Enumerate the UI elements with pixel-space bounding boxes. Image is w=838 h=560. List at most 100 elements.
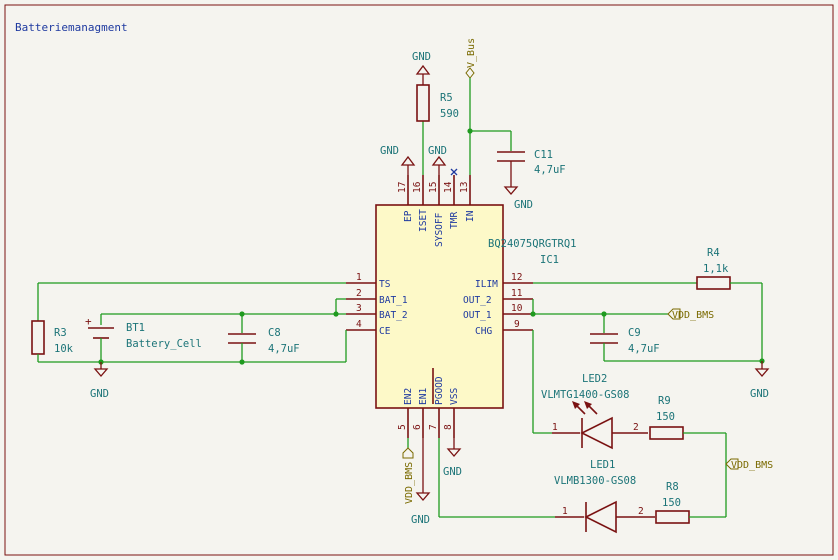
led1-value: VLMB1300-GS08 xyxy=(554,475,636,487)
resistor-r3[interactable]: R3 10k xyxy=(31,320,74,362)
led-led1[interactable]: 1 2 LED1 VLMB1300-GS08 xyxy=(554,459,655,534)
gnd-symbol-vss: GND xyxy=(443,438,462,478)
resistor-r5[interactable]: GND R5 590 xyxy=(412,51,459,175)
ic1-pin-in: 13 IN xyxy=(459,175,476,222)
ic1-pin-en2-name: EN2 xyxy=(403,388,414,405)
ic1-pin-bat2-num: 3 xyxy=(356,303,362,314)
ic1-pin-ce: 4 CE xyxy=(346,319,391,337)
net-out xyxy=(530,299,668,317)
svg-text:GND: GND xyxy=(90,388,109,400)
ic1-pin-bat1: 2 BAT_1 xyxy=(346,288,408,306)
ic1-pin-out1-name: OUT_1 xyxy=(463,310,492,321)
capacitor-c9[interactable]: C9 4,7uF xyxy=(590,314,765,364)
ic1-pin-ts: 1 TS xyxy=(346,272,391,290)
ic1-pin-pgood: 7 PGOOD xyxy=(428,368,445,438)
ic1-pin-vss-name: VSS xyxy=(449,388,460,405)
gnd-symbol-en1: GND xyxy=(411,438,431,526)
net-pgood xyxy=(438,438,555,518)
ic1-ref-label: IC1 xyxy=(540,254,559,266)
ic1-pin-out1: 10 OUT_1 xyxy=(463,303,533,321)
ic1-pin-tmr: 14 TMR xyxy=(443,175,460,229)
ic1-pin-ts-name: TS xyxy=(379,279,391,290)
r3-value: 10k xyxy=(54,343,74,355)
c9-value: 4,7uF xyxy=(628,343,660,355)
ic1-pin-pgood-num: 7 xyxy=(428,424,439,430)
capacitor-c8[interactable]: C8 4,7uF xyxy=(228,314,300,362)
bt1-value: Battery_Cell xyxy=(126,338,202,350)
ic1-pin-sysoff-name: SYSOFF xyxy=(434,212,445,247)
ic1-pin-vss-num: 8 xyxy=(443,424,454,430)
ic1-pin-ep: 17 EP xyxy=(397,175,414,222)
net-label-vdd-bms-out: VDD_BMS xyxy=(667,308,714,321)
bt1-plus: + xyxy=(85,315,92,328)
r4-value: 1,1k xyxy=(703,263,729,275)
r5-value: 590 xyxy=(440,108,459,120)
ic1-pin-chg: 9 CHG xyxy=(475,319,533,337)
ic1-pin-ilim-name: ILIM xyxy=(475,279,498,290)
ic1-pin-sysoff: 15 SYSOFF xyxy=(428,175,445,247)
ic1-pin-iset-name: ISET xyxy=(418,209,429,232)
svg-text:GND: GND xyxy=(380,145,399,157)
ic1-pin-out2-name: OUT_2 xyxy=(463,295,492,306)
resistor-r9[interactable]: R9 150 xyxy=(649,395,726,440)
led2-value: VLMTG1400-GS08 xyxy=(541,389,630,401)
ic1-pin-in-num: 13 xyxy=(459,182,470,193)
net-gnd-left: GND xyxy=(38,330,347,400)
ic1-pin-en1-name: EN1 xyxy=(418,388,429,405)
svg-text:GND: GND xyxy=(443,466,462,478)
led2-pin2: 2 xyxy=(633,422,639,433)
resistor-r4[interactable]: R4 1,1k xyxy=(533,247,763,361)
r9-ref: R9 xyxy=(658,395,671,407)
resistor-r8[interactable]: R8 150 xyxy=(655,481,726,524)
ic1-pin-vss: 8 VSS xyxy=(443,388,460,438)
ic1-pin-ts-num: 1 xyxy=(356,272,362,283)
gnd-symbol-right: GND xyxy=(750,361,770,400)
capacitor-c11[interactable]: GND C11 4,7uF xyxy=(497,131,566,211)
svg-text:GND: GND xyxy=(428,145,447,157)
ic1-pin-out2-num: 11 xyxy=(511,288,523,299)
gnd-symbol-sysoff: GND xyxy=(428,145,447,175)
led1-pin2: 2 xyxy=(638,506,644,517)
ic1-pin-en2-num: 5 xyxy=(397,424,408,430)
net-ts xyxy=(37,282,346,321)
ic1[interactable]: BQ24075QRGTRQ1 IC1 1 TS 2 BAT_1 3 BAT_2 … xyxy=(346,175,577,438)
ic1-pin-tmr-name: TMR xyxy=(449,212,460,229)
svg-text:GND: GND xyxy=(412,51,431,63)
ic1-pin-tmr-num: 14 xyxy=(443,181,454,193)
net-chg xyxy=(532,330,552,434)
ic1-pin-bat2: 3 BAT_2 xyxy=(346,303,408,321)
r9-value: 150 xyxy=(656,411,675,423)
ic1-pin-in-name: IN xyxy=(465,210,476,222)
r3-ref: R3 xyxy=(54,327,67,339)
ic1-pin-pgood-name: PGOOD xyxy=(434,376,445,405)
c11-ref: C11 xyxy=(534,149,553,161)
ic1-pin-out2: 11 OUT_2 xyxy=(463,288,533,306)
c11-value: 4,7uF xyxy=(534,164,566,176)
ic1-pin-bat1-num: 2 xyxy=(356,288,362,299)
ic1-pin-ce-name: CE xyxy=(379,326,391,337)
ic1-pin-en2: 5 EN2 xyxy=(397,388,414,438)
battery-bt1[interactable]: + BT1 Battery_Cell xyxy=(85,315,202,362)
r4-ref: R4 xyxy=(707,247,720,259)
c8-ref: C8 xyxy=(268,327,281,339)
gnd-symbol-ep: GND xyxy=(380,145,416,175)
ic1-pin-ilim: 12 ILIM xyxy=(475,272,533,290)
no-connect-marker xyxy=(450,168,458,176)
ic1-pin-bat1-name: BAT_1 xyxy=(379,295,408,306)
ic1-pin-chg-name: CHG xyxy=(475,326,492,337)
ic1-pin-en1-num: 6 xyxy=(412,424,423,430)
ic1-pin-bat2-name: BAT_2 xyxy=(379,310,408,321)
ic1-pin-iset-num: 16 xyxy=(412,181,423,193)
svg-text:VDD_BMS: VDD_BMS xyxy=(672,310,714,321)
led-led2[interactable]: 1 2 LED2 VLMTG1400-GS08 xyxy=(541,373,648,450)
ic1-part-label: BQ24075QRGTRQ1 xyxy=(488,238,577,250)
led1-ref: LED1 xyxy=(590,459,615,471)
net-label-vdd-bms-led: VDD_BMS xyxy=(725,433,773,517)
svg-text:GND: GND xyxy=(411,514,430,526)
r8-value: 150 xyxy=(662,497,681,509)
svg-text:GND: GND xyxy=(750,388,769,400)
led1-pin1: 1 xyxy=(562,506,568,517)
ic1-pin-en1: 6 EN1 xyxy=(412,388,429,438)
svg-text:V_Bus: V_Bus xyxy=(466,38,477,68)
